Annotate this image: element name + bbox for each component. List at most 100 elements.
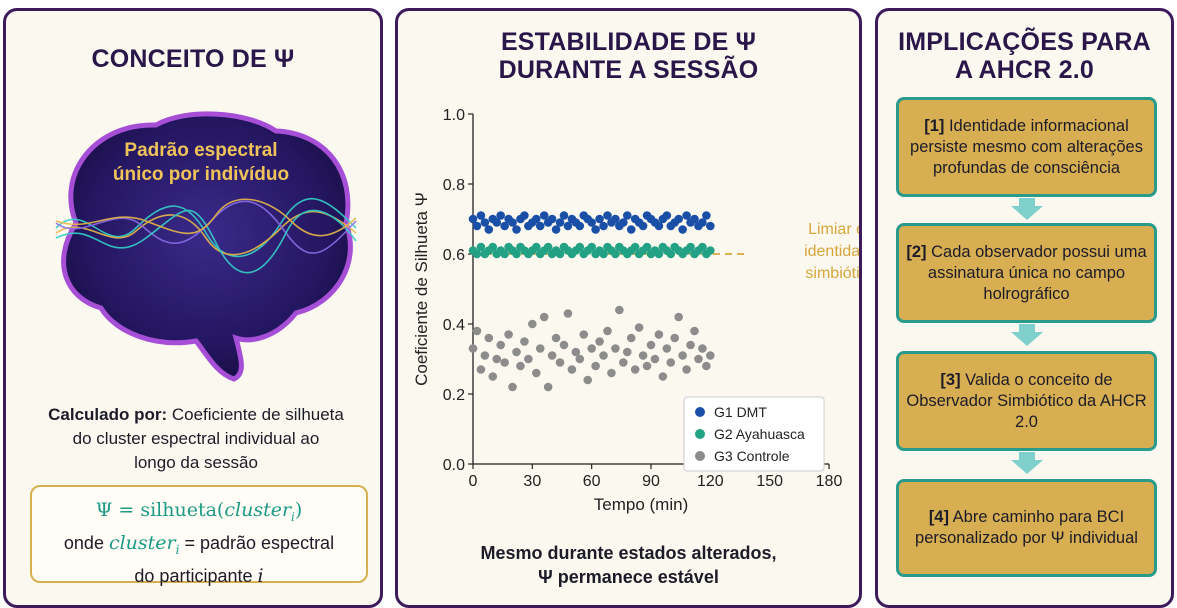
point-g3-controle xyxy=(543,382,553,392)
brain-caption-line1: Padrão espectral xyxy=(124,140,278,161)
point-g2-ayahuasca xyxy=(642,242,652,252)
point-g2-ayahuasca xyxy=(686,242,695,252)
point-g1-dmt xyxy=(468,214,478,224)
stability-title-line1: ESTABILIDADE DE Ψ xyxy=(500,28,757,56)
point-g3-controle xyxy=(678,351,687,360)
implication-step-1: [1] Identidade informacional persiste me… xyxy=(896,97,1157,197)
point-g2-ayahuasca xyxy=(706,246,715,255)
point-g3-controle xyxy=(650,354,660,364)
x-tick-label: 180 xyxy=(816,473,843,490)
brain-icon xyxy=(55,111,357,382)
point-g3-controle xyxy=(535,344,545,353)
point-g3-controle xyxy=(528,319,537,329)
point-g2-ayahuasca xyxy=(555,249,565,259)
threshold-label: simbiótica xyxy=(805,265,859,282)
point-g1-dmt xyxy=(520,211,529,220)
x-tick-label: 90 xyxy=(642,473,660,490)
point-g2-ayahuasca xyxy=(472,249,482,259)
legend-label: G1 DMT xyxy=(714,404,767,420)
concept-panel: CONCEITO DE Ψ Padrão espectral único por… xyxy=(3,8,383,608)
point-g1-dmt xyxy=(690,214,699,224)
implication-step-2: [2] Cada observador possui uma assinatur… xyxy=(896,223,1157,323)
point-g2-ayahuasca xyxy=(611,249,620,259)
point-g1-dmt xyxy=(472,221,482,231)
point-g3-controle xyxy=(559,340,569,350)
point-g1-dmt xyxy=(682,211,691,220)
x-tick-label: 150 xyxy=(756,473,783,490)
implications-title-line2: A AHCR 2.0 xyxy=(954,56,1095,84)
point-g3-controle xyxy=(662,344,672,353)
point-g3-controle xyxy=(682,365,691,374)
arrow-down-icon xyxy=(1019,324,1035,332)
conclusion: Mesmo durante estados alterados, Ψ perma… xyxy=(398,541,859,589)
conclusion-line2: Ψ permanece estável xyxy=(538,567,719,587)
point-g3-controle xyxy=(599,351,608,360)
point-g3-controle xyxy=(480,351,490,360)
point-g3-controle xyxy=(642,361,652,371)
point-g3-controle xyxy=(547,351,557,360)
legend-label: G2 Ayahuasca xyxy=(714,426,805,442)
point-g1-dmt xyxy=(547,214,557,224)
point-g3-controle xyxy=(603,326,612,336)
point-g3-controle xyxy=(563,309,573,318)
point-g3-controle xyxy=(555,358,565,367)
point-g3-controle xyxy=(551,333,561,343)
implications-panel: IMPLICAÇÕES PARA A AHCR 2.0 [1] Identida… xyxy=(875,8,1174,608)
point-g1-dmt xyxy=(508,218,517,227)
x-tick-label: 0 xyxy=(469,473,478,490)
point-g1-dmt xyxy=(698,218,707,227)
point-g1-dmt xyxy=(638,221,648,231)
point-g3-controle xyxy=(706,351,715,360)
x-tick-label: 120 xyxy=(697,473,724,490)
formula-box: Ψ = silhueta(clusteri) onde clusteri = p… xyxy=(30,485,368,587)
y-tick-label: 0.4 xyxy=(443,317,465,334)
point-g2-ayahuasca xyxy=(587,242,596,252)
brain-caption-line2: único por indivíduo xyxy=(112,164,290,185)
point-g3-controle xyxy=(619,358,628,367)
point-g3-controle xyxy=(476,365,486,374)
point-g3-controle xyxy=(484,333,494,343)
legend-marker xyxy=(695,429,705,439)
point-g1-dmt xyxy=(563,221,573,231)
y-tick-label: 0.2 xyxy=(443,387,465,404)
point-g3-controle xyxy=(504,330,513,339)
x-tick-label: 60 xyxy=(583,473,601,490)
point-g1-dmt xyxy=(706,221,715,231)
point-g1-dmt xyxy=(500,221,509,231)
point-g3-controle xyxy=(686,340,695,350)
point-g3-controle xyxy=(500,358,509,367)
legend-label: G3 Controle xyxy=(714,448,790,464)
point-g1-dmt xyxy=(535,221,545,231)
point-g1-dmt xyxy=(492,218,502,227)
formula-where: onde clusteri = padrão espectral xyxy=(63,531,335,557)
point-g3-controle xyxy=(524,354,533,364)
point-g1-dmt xyxy=(662,211,672,220)
point-g1-dmt xyxy=(512,225,521,234)
point-g1-dmt xyxy=(476,211,486,220)
point-g1-dmt xyxy=(587,218,596,227)
point-g3-controle xyxy=(488,372,498,381)
point-g1-dmt xyxy=(654,221,664,231)
threshold-label: identidade xyxy=(804,243,859,260)
y-tick-label: 0.6 xyxy=(443,247,465,264)
point-g3-controle xyxy=(591,361,600,371)
x-axis-label: Tempo (min) xyxy=(594,495,688,514)
point-g3-controle xyxy=(674,312,683,322)
point-g3-controle xyxy=(611,344,620,353)
point-g3-controle xyxy=(607,368,616,378)
y-axis-label: Coeficiente de Silhueta Ψ xyxy=(412,192,431,386)
arrow-down-icon xyxy=(1011,332,1043,346)
point-g3-controle xyxy=(694,354,703,364)
point-g1-dmt xyxy=(555,218,565,227)
point-g3-controle xyxy=(492,354,502,364)
point-g2-ayahuasca xyxy=(476,242,486,252)
point-g1-dmt xyxy=(603,211,612,220)
point-g2-ayahuasca xyxy=(630,242,640,252)
point-g3-controle xyxy=(595,337,604,346)
point-g1-dmt xyxy=(619,218,628,227)
point-g3-controle xyxy=(666,358,676,367)
point-g1-dmt xyxy=(674,214,683,224)
brain-illustration: Padrão espectral único por indivíduo xyxy=(36,103,366,383)
